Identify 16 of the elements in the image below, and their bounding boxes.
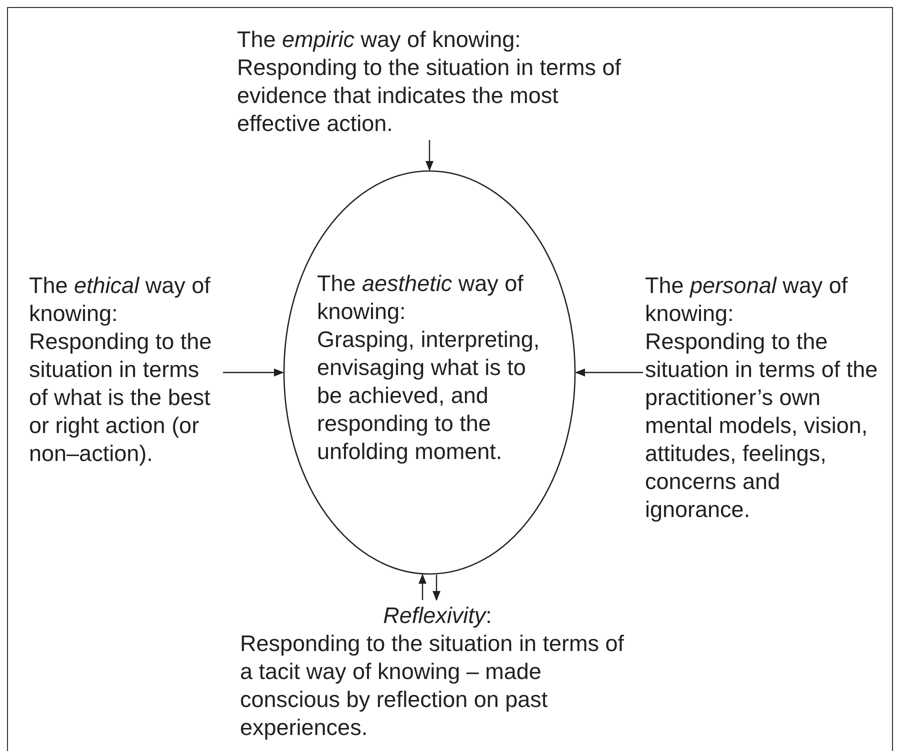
node-heading: The personal way of knowing:: [645, 272, 849, 328]
node-heading: The aesthetic way of knowing:: [317, 270, 524, 326]
node-description: Responding to the situation in terms of a tacit way of knowing – made conscious by reflection on past experiences.: [240, 630, 625, 742]
node-heading: The ethical way of knowing:: [29, 272, 212, 328]
arrow: [432, 574, 440, 601]
node-description: Responding to the situation in terms of the practitioner’s own mental models, vision, attitudes, feelings, concerns and ignorance.: [645, 328, 879, 524]
node-description: Responding to the situation in terms of what is the best or right action (or non–action).: [29, 328, 213, 468]
node-description: Responding to the situation in terms of evidence that indicates the most effective action.: [237, 54, 622, 138]
ellipse-node: [283, 170, 576, 575]
arrow: [223, 368, 284, 376]
node-heading: The empiric way of knowing:: [237, 26, 522, 54]
arrow: [575, 368, 643, 376]
arrow: [418, 574, 426, 600]
node-description: Grasping, interpreting, envisaging what is to be achieved, and responding to the unfolding moment.: [317, 326, 541, 466]
arrow: [426, 140, 434, 171]
node-heading: Reflexivity:: [382, 602, 493, 630]
